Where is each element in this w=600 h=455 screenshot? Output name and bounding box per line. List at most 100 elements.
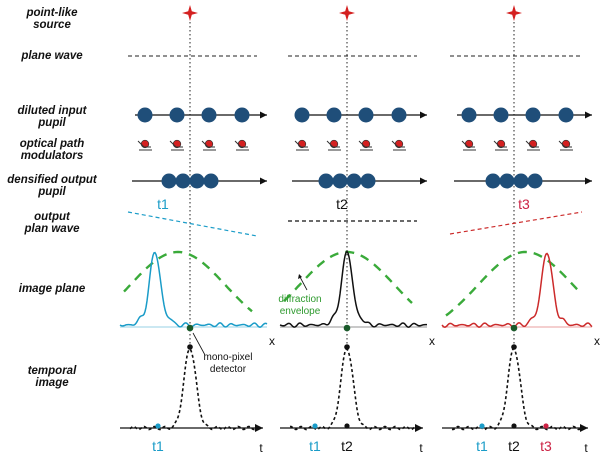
diffraction-envelope-label-line: diffraction	[278, 294, 321, 305]
subpupil	[189, 173, 205, 189]
modulator-stand	[525, 140, 540, 151]
label-diluted-line: pupil	[37, 117, 66, 129]
time-dot-t2	[511, 423, 517, 429]
modulator-stand	[201, 140, 216, 151]
source-star-icon	[182, 5, 198, 21]
modulator-stand	[169, 140, 184, 151]
subpupil	[527, 173, 543, 189]
modulator-icon	[201, 139, 216, 151]
modulator-stand	[558, 140, 573, 151]
subpupil	[485, 173, 501, 189]
label-temporal-line: image	[35, 377, 69, 389]
subpupil	[499, 173, 515, 189]
pointer-head	[298, 274, 302, 279]
label-output-wave-line: output	[34, 211, 71, 223]
time-dot-t1	[479, 423, 485, 429]
label-image-plane-line: image plane	[19, 283, 86, 295]
arrow-head	[585, 111, 592, 119]
peak-dot	[187, 344, 193, 350]
modulator-stand	[461, 140, 476, 151]
label-plane-wave: plane wave	[20, 50, 83, 62]
subpupil	[169, 107, 185, 123]
time-dot-t1	[155, 423, 161, 429]
arrow-head	[260, 177, 267, 185]
subpupil	[360, 173, 376, 189]
detector-dot	[343, 324, 351, 332]
subpupil	[294, 107, 310, 123]
arrow-head	[420, 177, 427, 185]
label-source-line: source	[33, 19, 71, 31]
modulator-stand	[391, 140, 406, 151]
temporal-signal	[289, 348, 416, 431]
subpupil	[161, 173, 177, 189]
subpupil	[318, 173, 334, 189]
label-diluted-line: diluted input	[18, 105, 88, 117]
modulator-icon	[558, 139, 573, 151]
image-fringe	[119, 251, 268, 328]
time-label-t2: t2	[341, 438, 353, 454]
peak-dot	[511, 344, 517, 350]
time-label-t1: t1	[476, 438, 488, 454]
x-axis-label: x	[269, 334, 275, 348]
label-temporal-line: temporal	[28, 365, 77, 377]
diffraction-envelope	[445, 250, 579, 317]
subpupil	[461, 107, 477, 123]
modulator-stand	[294, 140, 309, 151]
temporal-signal	[451, 347, 581, 431]
output-wave	[127, 211, 258, 237]
peak-dot	[344, 344, 350, 350]
diffraction-envelope-label-line: envelope	[280, 306, 321, 317]
subpupil	[525, 107, 541, 123]
modulator-icon	[326, 139, 341, 151]
subpupil	[493, 107, 509, 123]
arrow-head	[585, 177, 592, 185]
modulator-icon	[358, 139, 373, 151]
panel-time-label: t3	[518, 196, 530, 212]
subpupil	[137, 107, 153, 123]
x-axis-label: x	[429, 334, 435, 348]
modulator-stand	[326, 140, 341, 151]
modulator-icon	[461, 139, 476, 151]
modulator-stand	[137, 140, 152, 151]
subpupil	[326, 107, 342, 123]
subpupil	[391, 107, 407, 123]
image-fringe	[441, 252, 593, 329]
t-axis-label: t	[259, 441, 263, 455]
time-dot-t2	[344, 423, 350, 429]
modulator-icon	[493, 139, 508, 151]
arrow-head	[420, 111, 427, 119]
detector-label-line: mono-pixel	[204, 352, 253, 363]
subpupil	[201, 107, 217, 123]
pointer	[299, 276, 308, 291]
subpupil	[558, 107, 574, 123]
modulator-icon	[234, 139, 249, 151]
panel-time-label: t2	[336, 196, 348, 212]
modulator-icon	[294, 139, 309, 151]
time-label-t1: t1	[152, 438, 164, 454]
modulator-icon	[137, 139, 152, 151]
subpupil	[346, 173, 362, 189]
time-label-t3: t3	[540, 438, 552, 454]
modulator-stand	[493, 140, 508, 151]
arrow-head	[415, 424, 423, 432]
arrow-head	[260, 111, 267, 119]
temporal-signal	[129, 348, 256, 431]
x-axis-label: x	[594, 334, 600, 348]
label-plane-wave-line: plane wave	[20, 50, 83, 62]
label-modulators-line: modulators	[21, 150, 84, 162]
time-label-t2: t2	[508, 438, 520, 454]
label-source-line: point-like	[25, 7, 78, 19]
diffraction-envelope	[123, 250, 253, 313]
